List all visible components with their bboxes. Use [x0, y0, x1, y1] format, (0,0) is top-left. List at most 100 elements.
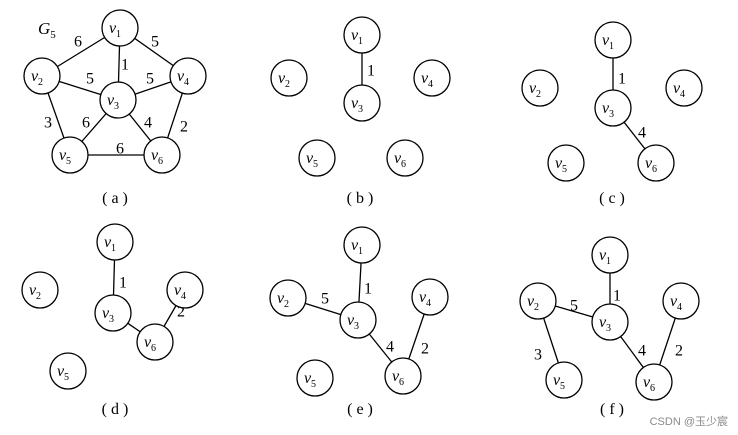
vertex-v1 [343, 16, 381, 54]
vertex-label: v2 [527, 293, 539, 313]
edge-weight-label: 4 [638, 343, 646, 360]
panel-caption: ( b ) [347, 190, 374, 207]
edge-weight-label: 1 [613, 288, 621, 305]
vertex-v3 [594, 89, 632, 127]
vertex-label: v4 [174, 282, 186, 302]
edge-weight-label: 3 [44, 115, 52, 132]
vertex-v1 [343, 226, 381, 264]
vertex-v3 [94, 294, 132, 332]
edge-weight-label: 1 [367, 63, 375, 80]
vertex-label: v5 [553, 372, 565, 392]
edge-weight-label: 4 [144, 115, 152, 132]
vertex-v2 [23, 57, 61, 95]
vertex-v5 [296, 359, 334, 397]
vertex-label: v6 [144, 334, 156, 354]
edge-weight-label: 6 [116, 141, 124, 158]
vertex-v2 [21, 271, 59, 309]
vertex-v5 [49, 352, 87, 390]
vertex-label: v1 [351, 237, 363, 257]
vertex-label: v6 [643, 374, 655, 394]
vertex-v4 [169, 57, 207, 95]
vertex-label: v4 [419, 289, 431, 309]
vertex-v4 [665, 69, 703, 107]
vertex-v4 [166, 271, 204, 309]
vertex-v6 [384, 357, 422, 395]
vertex-v4 [662, 282, 700, 320]
vertex-label: v3 [351, 95, 363, 115]
vertex-label: v6 [394, 150, 406, 170]
vertex-v6 [386, 139, 424, 177]
vertex-label: v3 [602, 100, 614, 120]
edge-weight-label: 2 [180, 119, 188, 136]
vertex-label: v1 [602, 32, 614, 52]
panel-caption: ( c ) [599, 190, 625, 207]
vertex-v5 [51, 136, 89, 174]
vertex-label: v1 [109, 20, 121, 40]
vertex-label: v2 [529, 80, 541, 100]
vertex-label: v6 [151, 147, 163, 167]
vertex-label: v5 [304, 370, 316, 390]
vertex-v1 [591, 236, 629, 274]
vertex-label: v3 [107, 92, 119, 112]
edge-weight-label: 5 [321, 291, 329, 308]
vertex-v6 [136, 323, 174, 361]
panel-caption: ( e ) [347, 401, 373, 418]
edge-weight-label: 1 [121, 57, 129, 74]
edge-weight-label: 3 [534, 347, 542, 364]
vertex-v2 [521, 69, 559, 107]
vertex-v3 [339, 301, 377, 339]
edge-weight-label: 5 [86, 71, 94, 88]
edge-weight-label: 1 [618, 71, 626, 88]
vertex-label: v5 [59, 147, 71, 167]
vertex-v3 [343, 84, 381, 122]
edge-weight-label: 4 [386, 339, 394, 356]
vertex-label: v4 [673, 80, 685, 100]
edge-weight-label: 6 [82, 115, 90, 132]
panel-e: 1 5 4 2 v1 v2 v3 v4 v5 v6 ( e ) [269, 226, 449, 418]
edge-weight-label: 5 [151, 34, 159, 51]
edge-weight-label: 2 [675, 343, 683, 360]
edge-weight-label: 5 [570, 298, 578, 315]
vertex-label: v5 [57, 363, 69, 383]
vertex-label: v3 [347, 312, 359, 332]
vertex-v1 [96, 223, 134, 261]
vertex-label: v3 [599, 314, 611, 334]
edge-weight-label: 1 [119, 275, 127, 292]
vertex-v6 [637, 144, 675, 182]
vertex-v6 [143, 136, 181, 174]
vertex-label: v1 [599, 247, 611, 267]
vertex-v2 [519, 282, 557, 320]
edge-weight-label: 1 [364, 281, 372, 298]
vertex-label: v2 [277, 290, 289, 310]
vertex-v5 [547, 144, 585, 182]
vertex-label: v6 [392, 368, 404, 388]
panel-caption: ( d ) [102, 401, 129, 418]
watermark: CSDN @玉少宸 [649, 416, 728, 428]
edge-weight-label: 6 [74, 34, 82, 51]
vertex-v3 [591, 303, 629, 341]
edge-weight-label: 4 [638, 125, 646, 142]
vertex-label: v3 [102, 305, 114, 325]
vertex-label: v2 [278, 70, 290, 90]
vertex-v1 [101, 9, 139, 47]
vertex-v6 [635, 363, 673, 401]
vertex-label: v1 [351, 27, 363, 47]
vertex-v3 [99, 81, 137, 119]
vertex-v5 [545, 361, 583, 399]
panel-caption: ( f ) [600, 401, 624, 418]
vertex-label: v4 [177, 68, 189, 88]
vertex-label: v5 [306, 150, 318, 170]
panel-caption: ( a ) [102, 190, 128, 207]
vertex-label: v2 [29, 282, 41, 302]
vertex-label: v2 [31, 68, 43, 88]
vertex-v2 [270, 59, 308, 97]
vertex-label: v5 [555, 155, 567, 175]
edge-weight-label: 2 [421, 341, 429, 358]
vertex-v4 [411, 278, 449, 316]
